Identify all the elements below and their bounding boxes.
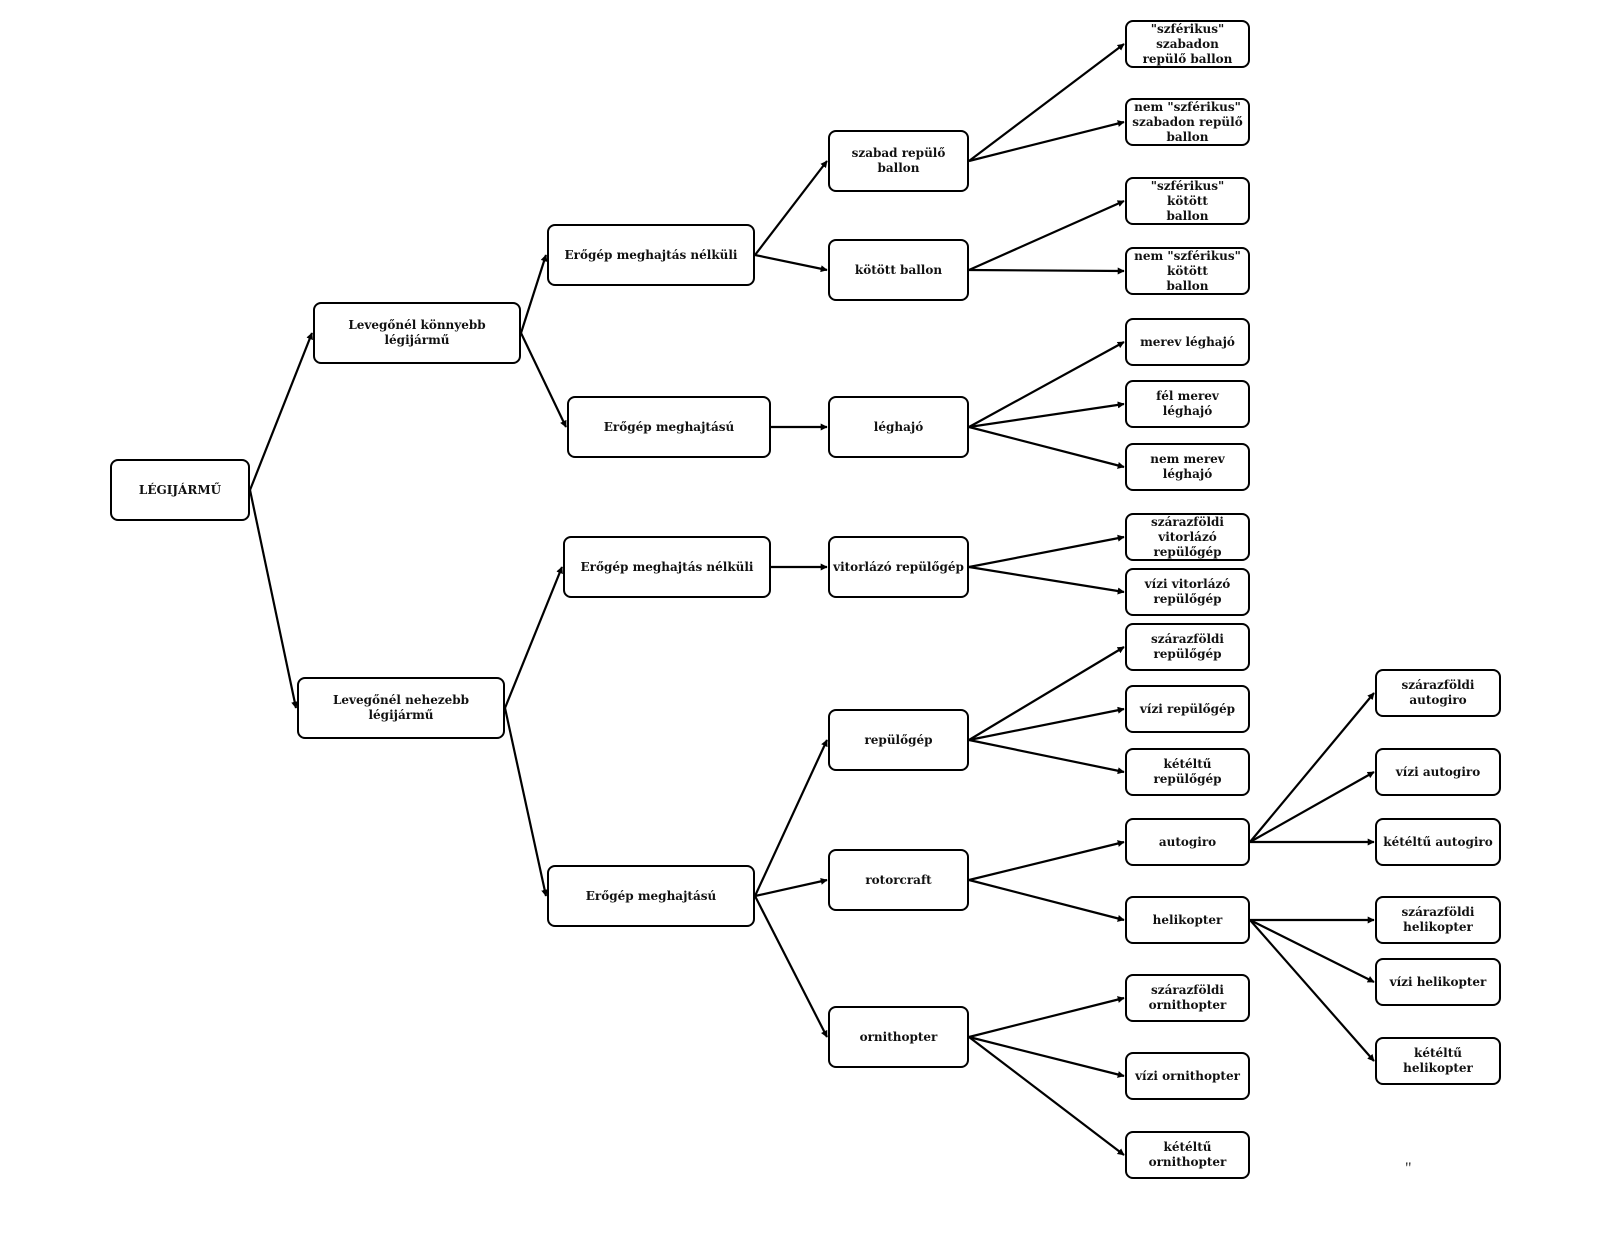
edge-orni-to-aorni [968, 1036, 1125, 1156]
node-nonrigid-airship: nem merev léghajó [1125, 443, 1250, 491]
node-heavier-than-air: Levegőnél nehezebb légijármű [297, 677, 505, 739]
node-helicopter: helikopter [1125, 896, 1250, 944]
node-land-airplane: szárazföldi repülőgép [1125, 623, 1250, 671]
edge-free-to-sf [968, 43, 1125, 162]
node-light-unpowered: Erőgép meghajtás nélküli [547, 224, 755, 286]
node-land-autogiro: szárazföldi autogiro [1375, 669, 1501, 717]
node-airplane: repülőgép [828, 709, 969, 771]
node-amphibious-ornithopter: kétéltű ornithopter [1125, 1131, 1250, 1179]
edge-hp-to-plane [754, 739, 828, 897]
edge-teth-to-nst [968, 267, 1125, 275]
node-ornithopter: ornithopter [828, 1006, 969, 1068]
edge-air-to-semi [968, 401, 1125, 429]
edge-heavier-to-hu [503, 566, 564, 709]
node-rigid-airship: merev léghajó [1125, 318, 1250, 366]
node-heavy-powered: Erőgép meghajtású [547, 865, 755, 927]
node-land-helicopter: szárazföldi helikopter [1375, 896, 1501, 944]
node-nonspherical-tethered-balloon: nem "szférikus" kötött ballon [1125, 247, 1250, 295]
node-autogiro: autogiro [1125, 818, 1250, 866]
edge-glider-to-lglider [968, 534, 1125, 569]
edge-lu-to-teth [754, 253, 828, 273]
node-semirigid-airship: fél merev léghajó [1125, 380, 1250, 428]
node-glider: vitorlázó repülőgép [828, 536, 969, 598]
edge-heli-to-aheli [1249, 919, 1375, 1062]
node-tethered-balloon: kötött ballon [828, 239, 969, 301]
node-airship: léghajó [828, 396, 969, 458]
node-spherical-free-balloon: "szférikus" szabadon repülő ballon [1125, 20, 1250, 68]
edge-heli-to-wheli [1249, 919, 1375, 983]
edge-root-to-heavier [248, 489, 299, 709]
node-land-glider: szárazföldi vitorlázó repülőgép [1125, 513, 1250, 561]
node-root: LÉGIJÁRMŰ [110, 459, 250, 521]
node-amphibious-helicopter: kétéltű helikopter [1375, 1037, 1501, 1085]
edge-hp-to-orni [754, 895, 828, 1038]
node-water-helicopter: vízi helikopter [1375, 958, 1501, 1006]
edge-lu-to-free [754, 160, 828, 256]
node-rotorcraft: rotorcraft [828, 849, 969, 911]
edge-orni-to-lorni [968, 996, 1125, 1039]
node-water-autogiro: vízi autogiro [1375, 748, 1501, 796]
edge-rotor-to-auto [968, 840, 1125, 882]
edge-auto-to-wauto [1249, 771, 1375, 843]
node-water-ornithopter: vízi ornithopter [1125, 1052, 1250, 1100]
stray-mark: " [1405, 1160, 1412, 1177]
node-water-airplane: vízi repülőgép [1125, 685, 1250, 733]
node-free-balloon: szabad repülő ballon [828, 130, 969, 192]
node-lighter-than-air: Levegőnél könnyebb légijármű [313, 302, 521, 364]
node-amphibious-airplane: kétéltű repülőgép [1125, 748, 1250, 796]
node-amphibious-autogiro: kétéltű autogiro [1375, 818, 1501, 866]
edge-lighter-to-lu [519, 254, 548, 334]
edge-heavier-to-hp [503, 707, 549, 897]
node-spherical-tethered-balloon: "szférikus" kötött ballon [1125, 177, 1250, 225]
edge-teth-to-st [968, 199, 1125, 272]
edge-free-to-nsf [968, 120, 1125, 163]
edge-rotor-to-heli [968, 878, 1125, 922]
node-water-glider: vízi vitorlázó repülőgép [1125, 568, 1250, 616]
edge-orni-to-worni [968, 1035, 1125, 1078]
node-heavy-unpowered: Erőgép meghajtás nélküli [563, 536, 771, 598]
edge-plane-to-wplane [968, 706, 1125, 742]
edge-hp-to-rotor [754, 877, 828, 898]
edge-air-to-rigid [968, 341, 1125, 428]
edge-root-to-lighter [248, 332, 314, 491]
node-light-powered: Erőgép meghajtású [567, 396, 771, 458]
edge-air-to-nonrigid [968, 425, 1125, 469]
edge-lighter-to-lp [520, 332, 567, 428]
node-land-ornithopter: szárazföldi ornithopter [1125, 974, 1250, 1022]
edge-plane-to-lplane [968, 646, 1125, 741]
node-nonspherical-free-balloon: nem "szférikus" szabadon repülő ballon [1125, 98, 1250, 146]
edge-auto-to-lauto [1249, 692, 1375, 843]
edge-glider-to-wglider [968, 565, 1125, 595]
edge-plane-to-aplane [968, 738, 1125, 775]
